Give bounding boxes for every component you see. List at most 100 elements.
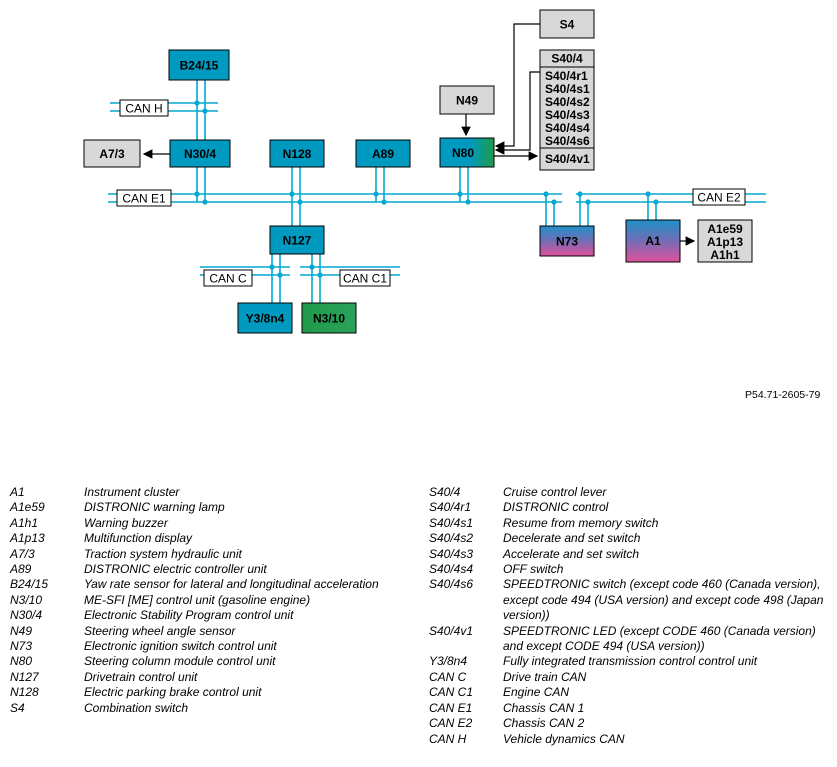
- legend-code: A1h1: [10, 515, 39, 530]
- can-e2-label: CAN E2: [692, 188, 746, 206]
- svg-text:N49: N49: [456, 94, 478, 108]
- node-n128: N128: [269, 139, 325, 168]
- legend-code: CAN E1: [429, 700, 473, 715]
- signal-lines: [142, 23, 696, 246]
- node-a1-group: A1 A1e59 A1p13 A1h1: [625, 219, 753, 263]
- legend-description: DISTRONIC electric controller unit: [84, 562, 267, 577]
- legend-code: S40/4: [429, 485, 461, 499]
- legend-description: Drive train CAN: [503, 669, 587, 684]
- svg-text:N80: N80: [452, 146, 474, 160]
- legend-row: N127 Drivetrain control unit: [10, 670, 420, 685]
- s40-4-sub-item: S40/4s3: [545, 108, 590, 122]
- s40-4-sub-item: S40/4s2: [545, 95, 590, 109]
- legend-code: A89: [10, 562, 32, 577]
- legend-code: S40/4r1: [429, 500, 472, 515]
- legend-row: S40/4s4 OFF switch: [429, 562, 829, 577]
- s40-4-sub-item: S40/4s4: [545, 121, 590, 135]
- legend-row: S40/4 Cruise control lever: [429, 485, 829, 500]
- svg-text:CAN E2: CAN E2: [697, 191, 741, 205]
- node-n49: N49: [439, 85, 495, 115]
- svg-text:Y3/8n4: Y3/8n4: [246, 312, 285, 326]
- legend-code: CAN E2: [429, 716, 473, 731]
- legend-description: Warning buzzer: [84, 515, 168, 530]
- node-n80: N80: [439, 137, 495, 168]
- svg-text:B24/15: B24/15: [180, 59, 219, 73]
- legend-description: Electronic Stability Program control uni…: [84, 608, 294, 623]
- svg-text:S4: S4: [560, 18, 575, 32]
- legend-row: S40/4s1 Resume from memory switch: [429, 516, 829, 531]
- node-b24-15: B24/15: [168, 49, 230, 81]
- legend-description: Multifunction display: [84, 531, 193, 546]
- legend-description: SPEEDTRONIC switch (except code 460 (Can…: [503, 577, 824, 623]
- legend-description: DISTRONIC warning lamp: [84, 500, 225, 515]
- node-s4: S4: [539, 9, 595, 39]
- legend-description: Fully integrated transmission control co…: [503, 654, 758, 669]
- svg-text:N3/10: N3/10: [313, 312, 345, 326]
- legend-code: A1: [10, 485, 25, 499]
- legend-description: Resume from memory switch: [503, 515, 659, 530]
- legend-code: S40/4s1: [429, 515, 474, 530]
- can-e1-label: CAN E1: [116, 189, 172, 207]
- legend-description: Drivetrain control unit: [84, 669, 198, 684]
- legend-code: A7/3: [10, 546, 35, 561]
- svg-text:A89: A89: [372, 147, 394, 161]
- legend-row: N3/10 ME-SFI [ME] control unit (gasoline …: [10, 593, 420, 608]
- svg-text:N128: N128: [283, 147, 312, 161]
- legend-description: Vehicle dynamics CAN: [503, 731, 625, 746]
- svg-text:N73: N73: [556, 235, 578, 249]
- legend-code: N80: [10, 654, 33, 669]
- legend-code: N73: [10, 639, 33, 654]
- network-diagram: CAN H CAN E1 CAN E2 CAN C CAN C1 B24/15: [83, 9, 766, 334]
- legend-description: Decelerate and set switch: [503, 531, 641, 546]
- legend-description: ME-SFI [ME] control unit (gasoline engin…: [84, 592, 311, 607]
- legend-description: SPEEDTRONIC LED (except CODE 460 (Canada…: [503, 623, 816, 654]
- legend-description: Cruise control lever: [503, 485, 607, 499]
- s40-4-title: S40/4: [551, 52, 583, 66]
- node-a7-3: A7/3: [83, 139, 141, 168]
- node-n73: N73: [539, 225, 595, 257]
- a1-label: A1: [645, 234, 661, 248]
- can-h-label: CAN H: [119, 99, 169, 117]
- svg-text:N30/4: N30/4: [184, 147, 216, 161]
- legend-code: N127: [10, 669, 39, 684]
- legend-code: S40/4s4: [429, 562, 474, 577]
- node-s40-4-group: S40/4 S40/4r1 S40/4s1 S40/4s2 S40/4s3 S4…: [539, 49, 595, 171]
- legend-description: OFF switch: [503, 562, 564, 577]
- legend-code: B24/15: [10, 577, 49, 592]
- legend-code: S40/4s2: [429, 531, 474, 546]
- s40-4-sub-item: S40/4s1: [545, 82, 590, 96]
- legend-code: N3/10: [10, 592, 43, 607]
- legend-code: CAN H: [429, 731, 467, 746]
- node-n3-10: N3/10: [301, 302, 357, 334]
- legend-row: A1h1 Warning buzzer: [10, 516, 420, 531]
- figure-id: P54.71-2605-79: [745, 389, 821, 401]
- s40-4-sub-item: S40/4s6: [545, 134, 590, 148]
- svg-text:N127: N127: [283, 234, 312, 248]
- legend-code: S40/4s3: [429, 546, 474, 561]
- legend-row: A89 DISTRONIC electric controller unit: [10, 562, 420, 577]
- legend-row: N80 Steering column module control unit: [10, 654, 420, 669]
- svg-text:CAN C1: CAN C1: [343, 272, 387, 286]
- bus-lines: [108, 80, 766, 303]
- legend-description: Electric parking brake control unit: [84, 685, 262, 700]
- legend-description: Steering column module control unit: [84, 654, 276, 669]
- legend-code: N49: [10, 623, 33, 638]
- node-y3-8n4: Y3/8n4: [237, 302, 293, 334]
- svg-text:CAN C: CAN C: [209, 272, 247, 286]
